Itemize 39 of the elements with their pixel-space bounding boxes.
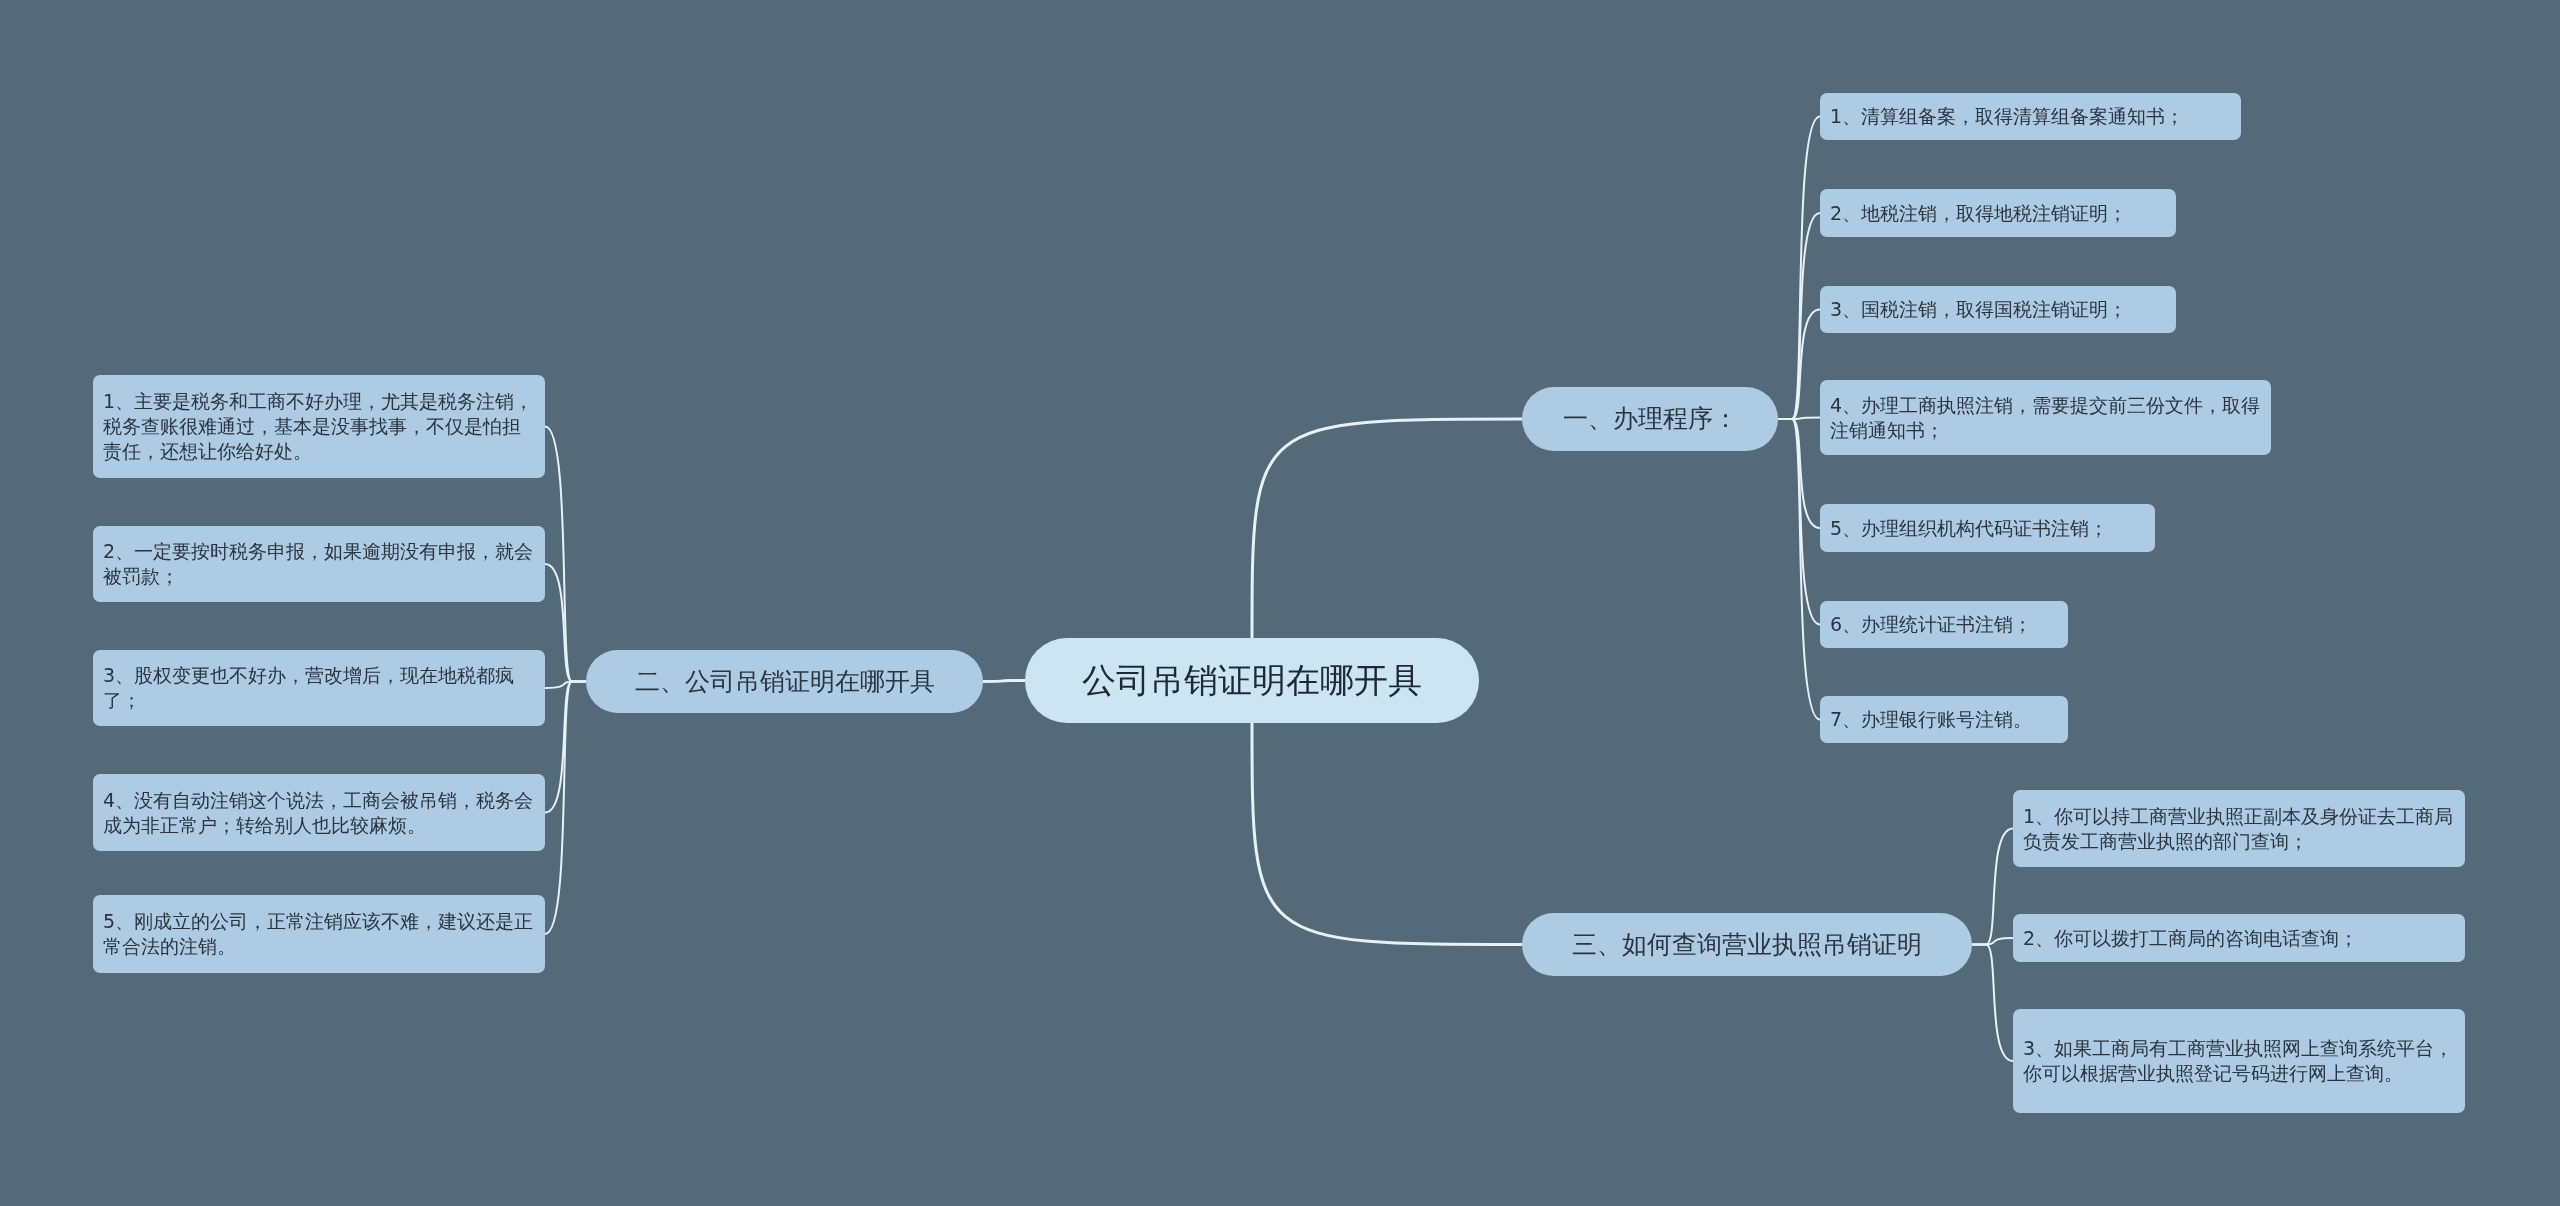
leaf-topic (1820, 504, 2155, 552)
topic-text: 三、如何查询营业执照吊销证明 (1571, 928, 1923, 961)
leaf-topic (1820, 601, 2068, 648)
leaf-topic (93, 650, 545, 726)
topic-text: 5、刚成立的公司，正常注销应该不难，建议还是正常合法的注销。 (103, 909, 535, 959)
leaf-topic (93, 774, 545, 851)
connector-line (983, 679, 1025, 683)
topic-text: 6、办理统计证书注销； (1830, 612, 2034, 637)
topic-text: 3、国税注销，取得国税注销证明； (1830, 297, 2129, 322)
topic-text: 5、办理组织机构代码证书注销； (1830, 515, 2110, 541)
leaf-topic (93, 375, 545, 478)
topic-text: 二、公司吊销证明在哪开具 (633, 665, 936, 698)
topic-text: 2、你可以拨打工商局的咨询电话查询； (2023, 925, 2360, 951)
topic-text: 一、办理程序： (1561, 403, 1739, 436)
leaf-topic (93, 895, 545, 973)
topic-text: 7、办理银行账号注销。 (1830, 707, 2034, 732)
connector-line (1250, 723, 1522, 946)
topic-text: 3、如果工商局有工商营业执照网上查询系统平台，你可以根据营业执照登记号码进行网上查询。 (2023, 1036, 2455, 1086)
topic-text: 3、股权变更也不好办，营改增后，现在地税都疯了； (103, 663, 516, 713)
connector-line (1971, 943, 2014, 1062)
topic-text: 1、你可以持工商营业执照正副本及身份证去工商局负责发工商营业执照的部门查询； (2023, 803, 2455, 854)
leaf-topic (2013, 914, 2465, 962)
leaf-topic (1820, 696, 2068, 743)
topic-text: 4、没有自动注销这个说法，工商会被吊销，税务会成为非正常户；转给别人也比较麻烦。 (103, 787, 535, 838)
topic-text: 2、一定要按时税务申报，如果逾期没有申报，就会被罚款； (103, 539, 535, 589)
leaf-topic (1820, 189, 2176, 237)
connector-line (1250, 417, 1522, 638)
topic-text: 1、主要是税务和工商不好办理，尤其是税务注销，税务查账很难通过，基本是没事找事，不仅是怕担责任，还想让你给好处。 (103, 389, 535, 464)
connector-line (544, 680, 587, 935)
leaf-topic (2013, 1009, 2465, 1113)
topic-text: 2、地税注销，取得地税注销证明； (1830, 200, 2129, 226)
topic-text: 1、清算组备案，取得清算组备案通知书； (1830, 104, 2186, 129)
topic-text: 公司吊销证明在哪开具 (1081, 659, 1423, 702)
leaf-topic (1820, 93, 2241, 140)
leaf-topic (1820, 380, 2271, 455)
leaf-topic (1820, 286, 2176, 333)
topic-text: 4、办理工商执照注销，需要提交前三份文件，取得注销通知书； (1830, 392, 2261, 443)
leaf-topic (93, 526, 545, 602)
leaf-topic (2013, 790, 2465, 867)
